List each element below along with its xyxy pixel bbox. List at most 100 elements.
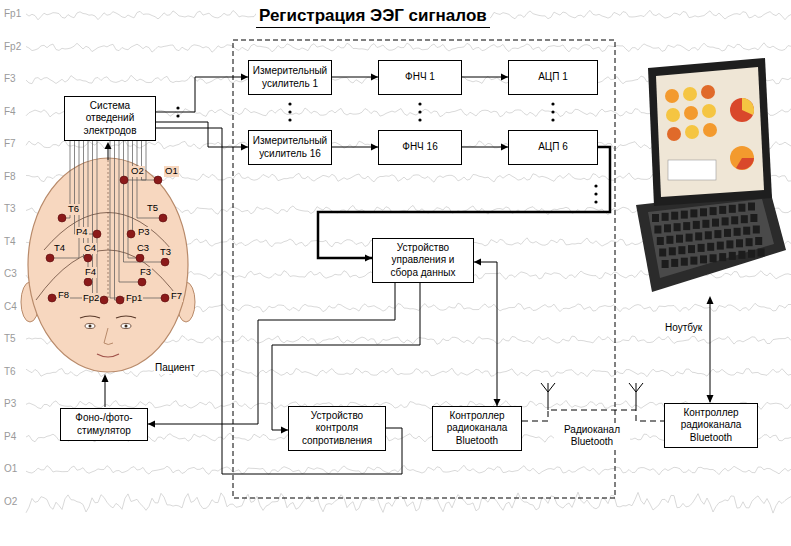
electrode-wire <box>97 141 104 300</box>
electrodes <box>46 142 169 304</box>
diagram-title: Регистрация ЭЭГ сигналов <box>256 6 490 28</box>
key <box>719 253 726 261</box>
key <box>671 212 678 220</box>
electrode <box>46 254 54 262</box>
dot <box>594 184 597 187</box>
display-icon <box>684 106 698 120</box>
box-text: Устройство контроля сопротивления <box>293 410 381 447</box>
display-icon <box>683 87 697 101</box>
key <box>726 240 733 248</box>
channel-label: F3 <box>3 73 17 85</box>
display-icon <box>665 89 679 103</box>
connector-group <box>156 128 402 474</box>
arrow-head <box>365 255 372 262</box>
connector <box>156 77 248 112</box>
electrode-wire <box>50 141 79 258</box>
eyebrow <box>116 316 136 318</box>
connector <box>156 122 248 147</box>
arrow-head <box>102 374 109 382</box>
key <box>652 214 659 222</box>
box-text: АЦП 1 <box>538 71 568 83</box>
eeg-trace <box>26 43 791 52</box>
laptop-illustration <box>636 58 786 292</box>
box-text: ФНЧ 1 <box>405 71 435 83</box>
process-box: Контроллер радиоканала Bluetooth <box>432 406 522 451</box>
dot <box>594 200 597 203</box>
key <box>753 226 760 234</box>
arrow-head <box>371 74 378 81</box>
key <box>686 234 693 242</box>
key <box>690 209 697 217</box>
dot <box>418 102 421 105</box>
electrode <box>120 176 128 184</box>
dot <box>288 118 291 121</box>
key <box>664 224 671 232</box>
connector <box>474 262 497 406</box>
dot <box>551 102 554 105</box>
key <box>693 221 700 229</box>
process-box: Устройство контроля сопротивления <box>288 406 386 451</box>
electrode-label: T6 <box>67 204 80 215</box>
arrow-head <box>241 74 248 81</box>
box-text: Измерительный усилитель 1 <box>253 65 327 89</box>
display-icon <box>702 104 716 118</box>
key <box>662 213 669 221</box>
display-chart <box>730 146 754 170</box>
channel-label: F7 <box>3 138 17 150</box>
eeg-traces <box>26 10 791 513</box>
display-chart <box>730 98 754 122</box>
connector-group <box>156 122 248 151</box>
key <box>748 203 755 211</box>
key <box>654 226 661 234</box>
key <box>669 247 676 255</box>
key <box>666 236 673 244</box>
key <box>750 214 757 222</box>
key <box>729 205 736 213</box>
box-text: ФНЧ 16 <box>402 141 437 153</box>
channel-label: P4 <box>3 431 17 443</box>
arrow-head <box>371 144 378 151</box>
antenna-symbol <box>629 383 643 410</box>
key <box>700 208 707 216</box>
dot <box>551 110 554 113</box>
key <box>712 219 719 227</box>
arrow-head <box>105 142 112 149</box>
key <box>722 217 729 225</box>
channel-label: T6 <box>3 366 17 378</box>
electrode-label: C3 <box>136 243 150 254</box>
electrode-wire <box>128 141 140 258</box>
electrode <box>100 296 108 304</box>
dot <box>288 102 291 105</box>
electrode-wire <box>124 141 166 262</box>
channel-label: C4 <box>3 301 18 313</box>
arrow-head <box>494 399 501 406</box>
connector-group <box>462 74 508 81</box>
ellipsis-dots <box>176 102 597 203</box>
box-text: Фоно-/фото- стимулятор <box>65 412 143 436</box>
key <box>719 206 726 214</box>
key <box>748 250 755 258</box>
electrode-label: P4 <box>75 227 89 238</box>
eeg-trace <box>26 368 791 377</box>
laptop-display <box>656 67 764 197</box>
dot <box>288 110 291 113</box>
process-box: ФНЧ 16 <box>378 130 462 165</box>
display-icon <box>701 85 715 99</box>
electrode <box>116 296 124 304</box>
dot <box>176 106 179 109</box>
process-box: ФНЧ 1 <box>378 60 462 95</box>
key <box>674 223 681 231</box>
display-chart <box>736 158 754 170</box>
electrode-label: O2 <box>130 166 145 177</box>
dot <box>418 110 421 113</box>
dot <box>176 114 179 117</box>
connector-group <box>332 144 378 151</box>
caption-label: Ноутбук <box>664 322 703 334</box>
electrode-wire <box>137 141 163 218</box>
channel-label: T3 <box>3 203 17 215</box>
box-text: Контроллер радиоканала Bluetooth <box>437 410 517 447</box>
key <box>734 228 741 236</box>
key <box>683 222 690 230</box>
electrode-label: O1 <box>164 166 179 177</box>
display-icon <box>666 108 680 122</box>
